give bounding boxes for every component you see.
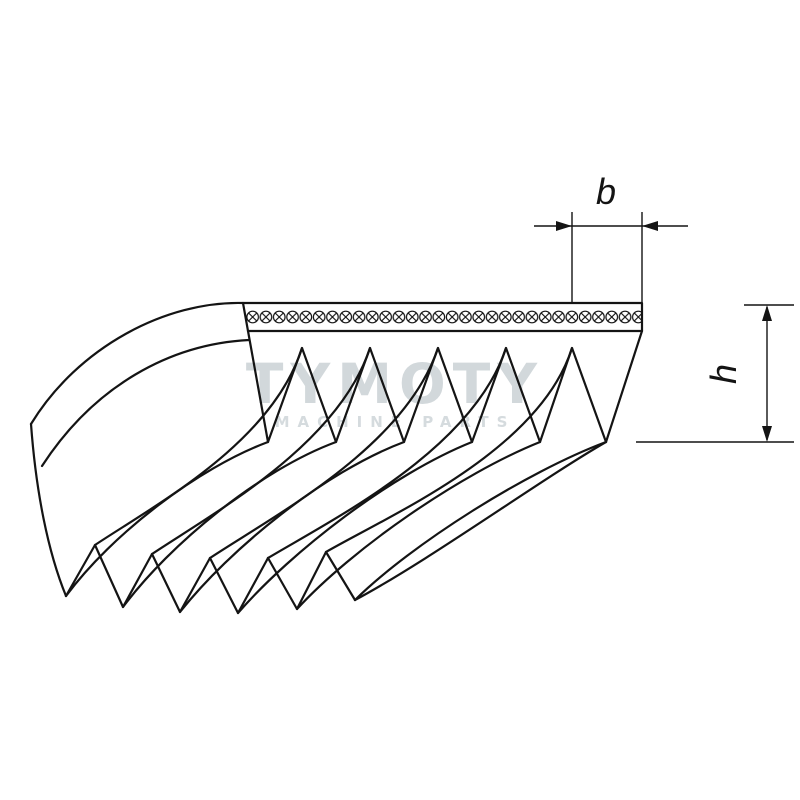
arrow-down-icon (762, 426, 772, 442)
width-dimension: b (534, 171, 688, 302)
width-dimension-label: b (596, 171, 616, 212)
groove-curve (266, 346, 508, 560)
groove-curve (324, 346, 574, 554)
groove-curve (208, 346, 440, 560)
arrow-right-icon (556, 221, 572, 231)
belt-back-inner-curve (40, 338, 251, 468)
arrow-left-icon (642, 221, 658, 231)
height-dimension-label: h (703, 364, 744, 384)
watermark-subtitle: MACHINE PARTS (275, 413, 516, 431)
belt-back-outer-curve (29, 301, 245, 426)
watermark-title: TYMOTY (246, 352, 544, 416)
arrow-up-icon (762, 305, 772, 321)
groove-curve (150, 346, 372, 556)
groove-curve (93, 346, 304, 547)
belt-left-end-edge (29, 422, 68, 598)
rib-ridge-curve (64, 440, 270, 598)
height-dimension: h (636, 304, 794, 443)
cord-texture-band (241, 301, 644, 333)
belt-cross-section (241, 301, 644, 444)
rib-ridge-curve (353, 440, 608, 602)
cross-section-rib-profile (246, 329, 644, 444)
rib-ridge-curve (295, 440, 542, 611)
rib-ridge-curve (178, 440, 406, 614)
belt-outer-side-edge-curve (353, 440, 608, 602)
rib-ridge-curve (236, 440, 474, 615)
belt-curved-body (29, 301, 608, 615)
belt-end-rib-points (64, 543, 357, 615)
rib-ridge-curve (121, 440, 338, 609)
